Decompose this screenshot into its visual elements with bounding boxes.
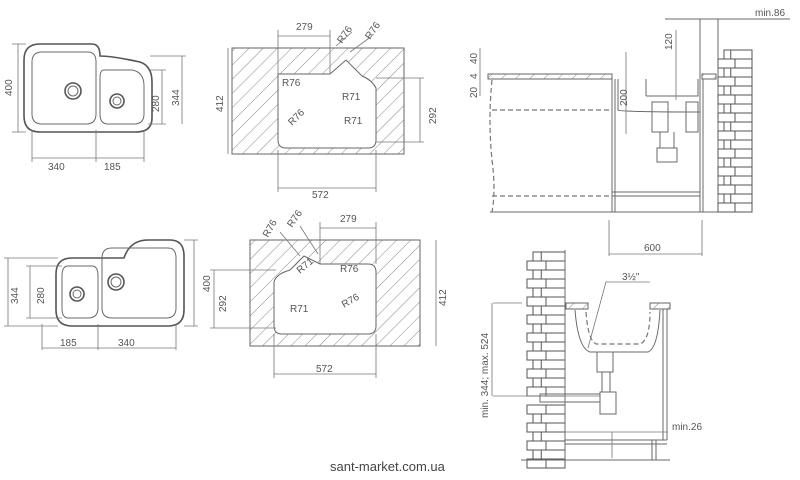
- radius-r76-b: R76: [363, 20, 383, 42]
- brick: [723, 121, 753, 132]
- radius-r76-a: R76: [261, 218, 280, 240]
- brick: [532, 431, 566, 442]
- dim-292: 292: [218, 295, 229, 312]
- brick: [723, 193, 753, 204]
- section-view-bottom: 3½" min. 344; max. 524 min.26: [480, 250, 702, 469]
- dim-400: 400: [202, 275, 213, 292]
- brick-wall-top: [717, 49, 753, 213]
- dim-340: 340: [48, 162, 65, 173]
- dim-4: 4: [469, 73, 480, 79]
- brick-wall-bottom: [526, 251, 566, 469]
- dim-412: 412: [438, 289, 449, 306]
- section-view-top: min.86 120 40 4 20 200 600: [469, 8, 790, 256]
- dim-400: 400: [4, 79, 15, 96]
- brick: [532, 341, 566, 352]
- dim-20: 20: [469, 86, 480, 98]
- dim-40: 40: [469, 52, 480, 64]
- cutout-plan-bottom: R76 R76 279 R71 R76 292 R71 R76 412 572: [210, 208, 449, 378]
- dim-280: 280: [151, 95, 162, 112]
- dim-344: 344: [171, 89, 182, 106]
- brick: [532, 305, 566, 316]
- radius-r76-a: R76: [335, 24, 355, 46]
- dim-600: 600: [644, 243, 661, 254]
- brick: [723, 139, 753, 150]
- sink-plan-top: 400 280 344 340 185: [4, 43, 186, 173]
- cutout-plan-top: 279 R76 R76 412 R76 R71 292 R76 R71 572: [215, 20, 439, 201]
- brick: [532, 449, 566, 460]
- radius-r76-c: R76: [282, 78, 301, 89]
- dim-279: 279: [296, 22, 313, 33]
- brick: [723, 103, 753, 114]
- brick: [723, 157, 753, 168]
- brick: [532, 287, 566, 298]
- radius-r71-b: R71: [290, 304, 309, 315]
- dim-572: 572: [316, 364, 333, 375]
- dim-292: 292: [428, 107, 439, 124]
- radius-r76-b: R76: [285, 208, 305, 230]
- brick: [532, 251, 566, 262]
- dim-340: 340: [118, 338, 135, 349]
- drain-size: 3½": [622, 272, 640, 283]
- dim-min26: min.26: [672, 422, 702, 433]
- dim-200: 200: [619, 89, 630, 106]
- dim-120: 120: [664, 33, 675, 50]
- height-range: min. 344; max. 524: [480, 333, 491, 418]
- dim-572: 572: [312, 190, 329, 201]
- brick: [532, 413, 566, 424]
- brick: [723, 67, 753, 78]
- brick: [532, 377, 566, 388]
- brick: [723, 49, 753, 60]
- brick: [723, 85, 753, 96]
- dim-185: 185: [60, 338, 77, 349]
- dim-412: 412: [215, 95, 226, 112]
- radius-r71-a: R71: [342, 92, 361, 103]
- radius-r71-b: R71: [344, 116, 363, 127]
- brick: [723, 175, 753, 186]
- dim-344: 344: [10, 287, 21, 304]
- sink-plan-bottom: 344 280 400 185 340: [4, 239, 213, 350]
- dim-185: 185: [104, 162, 121, 173]
- dim-280: 280: [36, 287, 47, 304]
- brick: [532, 269, 566, 280]
- brick: [532, 323, 566, 334]
- brick: [532, 359, 566, 370]
- dim-279: 279: [340, 214, 357, 225]
- watermark: sant-market.com.ua: [330, 459, 446, 474]
- radius-r76-c: R76: [340, 264, 359, 275]
- dim-min86: min.86: [755, 8, 785, 19]
